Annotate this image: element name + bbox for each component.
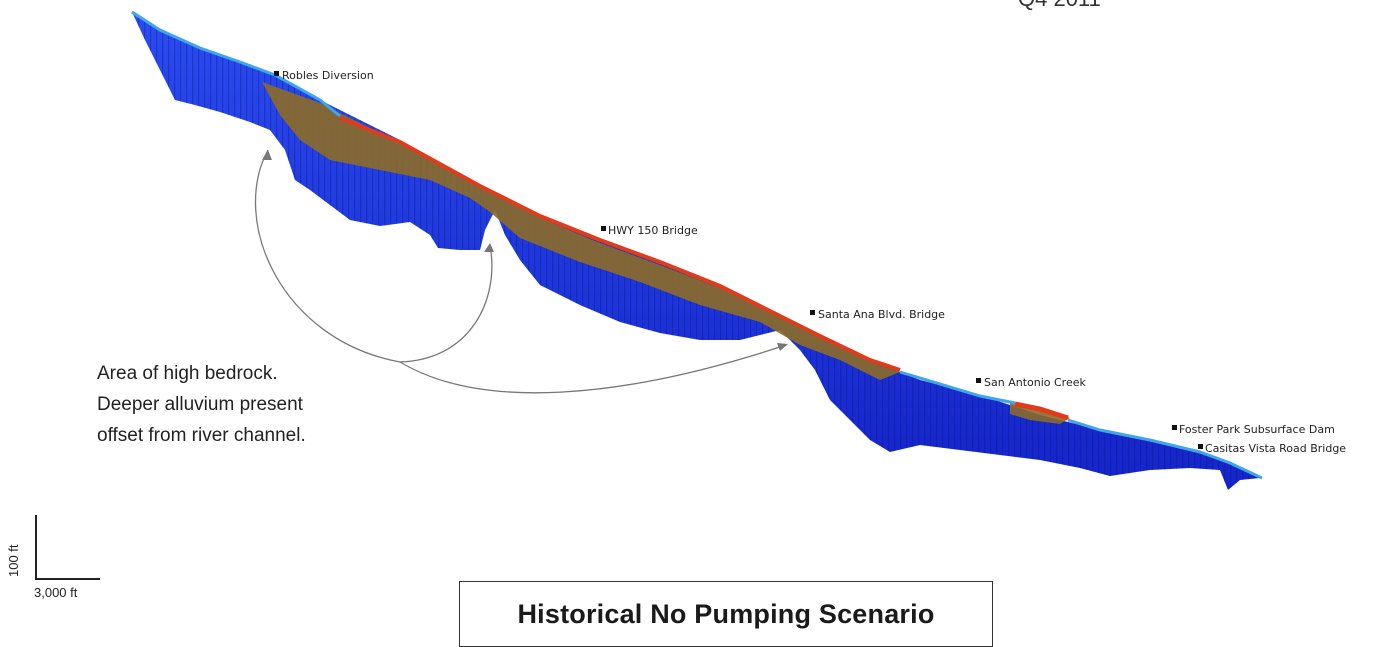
marker-sanantonio: San Antonio Creek bbox=[976, 376, 1086, 389]
surface-red-2 bbox=[1014, 401, 1069, 421]
scale-bar-horizontal bbox=[35, 578, 100, 580]
label-fosterpark: Foster Park Subsurface Dam bbox=[1179, 423, 1335, 436]
label-hwy150: HWY 150 Bridge bbox=[608, 224, 698, 237]
arrow-curve-1 bbox=[254, 149, 401, 363]
marker-hwy150: HWY 150 Bridge bbox=[601, 224, 698, 237]
arrow-head-1 bbox=[262, 150, 272, 160]
arrow-head-3 bbox=[777, 343, 788, 351]
partial-header-text: Q4 2011 bbox=[1018, 0, 1101, 12]
annotation-line-3: offset from river channel. bbox=[97, 425, 306, 446]
scenario-title: Historical No Pumping Scenario bbox=[517, 598, 935, 629]
arrow-head-2 bbox=[484, 243, 494, 252]
scale-label-horizontal: 3,000 ft bbox=[34, 585, 78, 600]
river-profile-diagram: Robles Diversion HWY 150 Bridge Santa An… bbox=[131, 10, 1346, 490]
saturated-zone bbox=[262, 82, 900, 380]
marker-fosterpark: Foster Park Subsurface Dam bbox=[1172, 423, 1335, 436]
marker-robles: Robles Diversion bbox=[274, 69, 374, 82]
annotation-line-1: Area of high bedrock. bbox=[97, 363, 278, 384]
scenario-title-box: Historical No Pumping Scenario bbox=[459, 581, 993, 647]
label-robles: Robles Diversion bbox=[282, 69, 374, 82]
scale-bar-vertical bbox=[35, 515, 37, 580]
marker-casitas: Casitas Vista Road Bridge bbox=[1198, 442, 1346, 455]
alluvium-texture bbox=[132, 12, 1260, 490]
marker-santaana: Santa Ana Blvd. Bridge bbox=[810, 308, 945, 321]
bedrock-annotation: Area of high bedrock. Deeper alluvium pr… bbox=[97, 358, 306, 451]
annotation-line-2: Deeper alluvium present bbox=[97, 394, 303, 415]
label-santaana: Santa Ana Blvd. Bridge bbox=[818, 308, 945, 321]
scale-label-vertical: 100 ft bbox=[6, 544, 21, 577]
label-sanantonio: San Antonio Creek bbox=[984, 376, 1086, 389]
arrow-curve-3 bbox=[399, 344, 787, 394]
surface-blue bbox=[131, 10, 341, 118]
surface-blue-2 bbox=[899, 370, 1016, 405]
label-casitas: Casitas Vista Road Bridge bbox=[1205, 442, 1346, 455]
arrow-curve-2 bbox=[399, 244, 493, 363]
surface-blue-3 bbox=[1067, 418, 1263, 480]
surface-red bbox=[339, 116, 901, 372]
